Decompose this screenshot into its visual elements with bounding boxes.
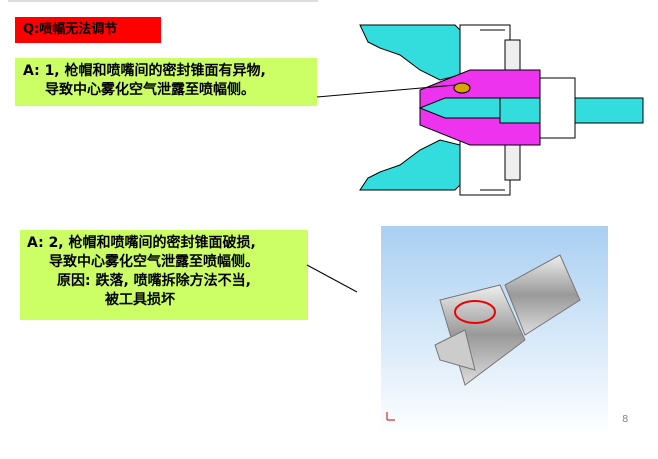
answer-2-line4: 被工具损坏 — [105, 292, 175, 308]
answer-1-line2: 导致中心雾化空气泄露至喷幅侧。 — [45, 82, 255, 98]
nozzle-cross-section-diagram — [359, 24, 644, 196]
answer-2-box: A: 2, 枪帽和喷嘴间的密封锥面破损, 导致中心雾化空气泄露至喷幅侧。 原因:… — [20, 230, 308, 320]
answer-2-line3: 原因: 跌落, 喷嘴拆除方法不当, — [57, 273, 251, 289]
divider — [8, 0, 318, 2]
callout-line-1 — [316, 84, 457, 98]
callout-line-2 — [306, 264, 358, 293]
nozzle-3d-render — [381, 226, 608, 435]
answer-1-line1: A: 1, 枪帽和喷嘴间的密封锥面有异物, — [23, 63, 266, 79]
answer-1-box: A: 1, 枪帽和喷嘴间的密封锥面有异物, 导致中心雾化空气泄露至喷幅侧。 — [15, 58, 317, 106]
question-label: Q:喷幅无法调节 — [15, 17, 161, 43]
answer-2-line1: A: 2, 枪帽和喷嘴间的密封锥面破损, — [27, 235, 256, 251]
answer-2-line2: 导致中心雾化空气泄露至喷幅侧。 — [49, 254, 259, 270]
page-number: 8 — [622, 414, 629, 425]
